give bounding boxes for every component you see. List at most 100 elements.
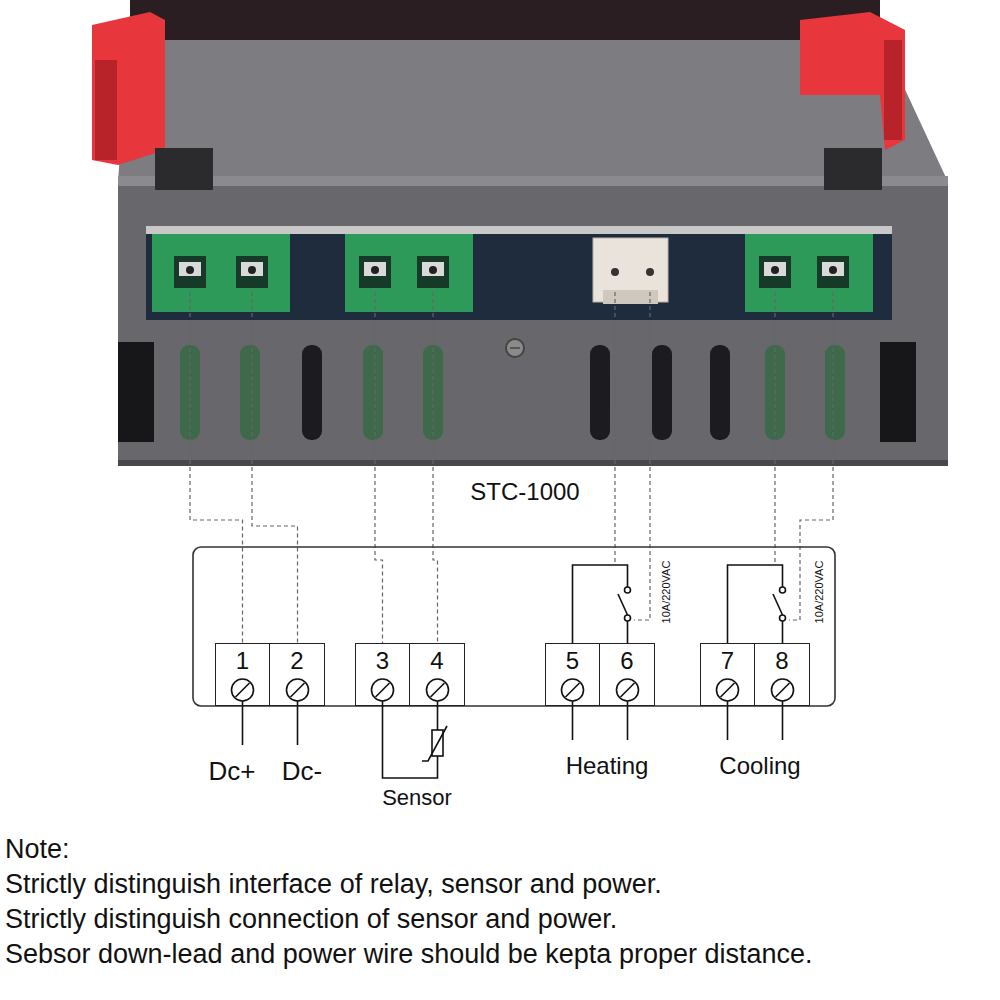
terminal-strip: [146, 226, 892, 320]
terminal-number: 2: [270, 644, 324, 676]
vent-slot: [652, 345, 672, 440]
terminal-screw: [431, 683, 445, 697]
terminal-strip: [152, 234, 290, 312]
terminal-box: 4: [410, 643, 465, 706]
terminal-socket: [822, 262, 844, 276]
terminal-lead: [727, 701, 729, 740]
note-text: Sebsor down-lead and power wire should b…: [5, 939, 813, 970]
terminal-screw: [372, 679, 394, 701]
housing-screw: [506, 339, 524, 357]
mounting-clip: [92, 12, 905, 165]
terminal-screw: [721, 683, 735, 697]
relay-rating: 10A/220VAC: [660, 561, 673, 624]
leader-line: [375, 292, 383, 643]
terminal-socket: [179, 262, 201, 276]
model-name: STC-1000: [470, 478, 579, 506]
vent-slot: [590, 345, 610, 440]
leader-line: [614, 292, 615, 565]
terminal-strip: [745, 234, 873, 312]
mounting-clip: [95, 60, 117, 160]
vent-slot: [880, 342, 916, 442]
relay-switch-symbol: [780, 587, 786, 593]
leader-line: [634, 292, 650, 620]
terminal-screw: [717, 679, 739, 701]
terminal-box: 6: [600, 643, 655, 706]
terminal-number: 5: [546, 644, 599, 676]
terminal-screw: [776, 683, 790, 697]
terminal-socket: [759, 256, 791, 288]
schematic-frame: [193, 547, 835, 706]
terminal-socket: [422, 262, 444, 276]
terminal-screw: [427, 679, 449, 701]
terminal-socket: [236, 256, 268, 288]
thermistor-symbol: [422, 726, 447, 761]
terminal-lead: [572, 701, 574, 740]
terminal-socket: [764, 262, 786, 276]
terminal-socket: [248, 266, 256, 274]
terminal-socket: [359, 256, 391, 288]
terminal-lead: [782, 701, 784, 740]
vent-slot: [710, 345, 730, 440]
terminal-box: 3: [355, 643, 410, 706]
terminal-number: 4: [410, 644, 464, 676]
relay-rating: 10A/220VAC: [813, 561, 826, 624]
terminal-box: 1: [215, 643, 270, 706]
leader-line: [433, 292, 438, 643]
terminal-socket: [174, 256, 206, 288]
terminal-socket: [364, 262, 386, 276]
leader-line: [252, 292, 298, 643]
housing-screw: [510, 347, 520, 349]
mounting-clip: [800, 12, 905, 150]
housing-screw: [506, 339, 524, 357]
note-heading: Note:: [5, 834, 70, 865]
terminal-socket: [241, 262, 263, 276]
cooling-label: Cooling: [719, 752, 800, 780]
mounting-clip: [92, 12, 165, 165]
terminal-socket: [429, 266, 437, 274]
vent-slot: [363, 345, 383, 440]
vent-slot: [825, 345, 845, 440]
terminal-screw: [617, 679, 639, 701]
terminal-screw: [287, 679, 309, 701]
schematic-frame: [193, 547, 835, 706]
terminal-socket: [371, 266, 379, 274]
wire-connector: [728, 565, 783, 643]
terminal-box: 7: [700, 643, 755, 706]
terminal-socket: [829, 266, 837, 274]
vent-slot: [302, 345, 322, 440]
note-text: Strictly distinguish interface of relay,…: [5, 869, 662, 900]
relay-switch-symbol: [780, 615, 786, 621]
leader-line: [789, 292, 833, 620]
relay-switch-symbol: [625, 615, 631, 621]
terminal-screw: [236, 683, 250, 697]
terminal-number: 8: [755, 644, 809, 676]
terminal-socket: [186, 266, 194, 274]
leader-line: [774, 292, 775, 565]
thermistor-symbol: [422, 726, 447, 761]
terminal-screw: [621, 683, 635, 697]
terminal-screw: [566, 683, 580, 697]
terminal-lead: [242, 701, 244, 745]
terminal-lead: [243, 701, 783, 745]
device-photo: [118, 460, 948, 466]
housing-notch: [155, 148, 882, 190]
terminal-strip: [611, 268, 619, 276]
sensor-label: Sensor: [382, 785, 452, 810]
terminal-strip: [146, 226, 892, 234]
relay-switch-symbol: [625, 587, 631, 593]
mounting-clip: [884, 40, 902, 140]
housing-notch: [824, 148, 882, 190]
leader-line: [190, 292, 243, 643]
relay-switch-symbol: [773, 594, 783, 615]
terminal-socket: [174, 256, 849, 288]
vent-slot: [118, 342, 154, 442]
housing-notch: [155, 148, 213, 190]
terminal-screw: [562, 679, 584, 701]
terminal-screw: [232, 679, 254, 701]
terminal-socket: [817, 256, 849, 288]
terminal-box: 5: [545, 643, 600, 706]
device-photo: [118, 176, 948, 186]
terminal-screw: [291, 683, 305, 697]
vent-slot: [240, 345, 260, 440]
device-photo: [118, 0, 948, 466]
